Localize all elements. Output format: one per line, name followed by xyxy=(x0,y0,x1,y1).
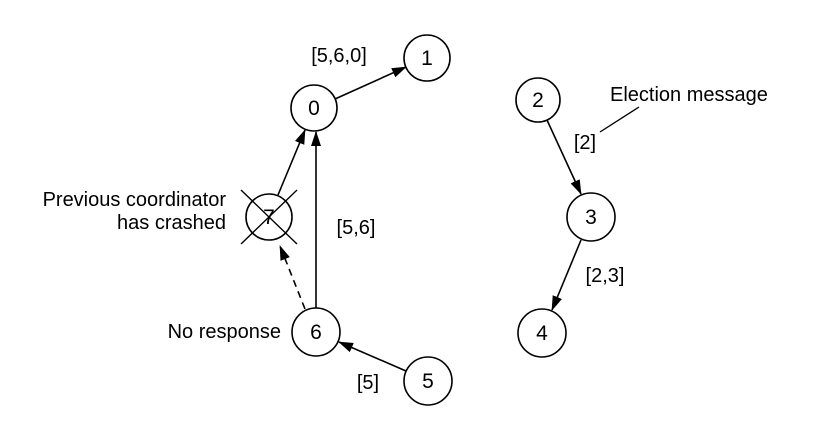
node-5-label: 5 xyxy=(422,370,434,393)
edge-5-to-6 xyxy=(338,341,407,372)
nodes-group: 1 0 7 6 5 2 xyxy=(240,34,616,406)
node-0-label: 0 xyxy=(308,97,320,120)
node-0: 0 xyxy=(290,84,338,132)
edge-7-to-0 xyxy=(277,129,306,196)
node-4-label: 4 xyxy=(536,322,548,345)
edge-3-to-4 xyxy=(551,239,582,311)
node-3: 3 xyxy=(566,192,616,242)
crash-cross-line-2 xyxy=(240,189,298,245)
node-1-label: 1 xyxy=(421,47,433,70)
message-label-2: [2] xyxy=(574,132,596,154)
message-label-2-3: [2,3] xyxy=(586,265,625,287)
message-label-5-6: [5,6] xyxy=(337,217,376,239)
edges-group xyxy=(277,66,640,372)
node-1: 1 xyxy=(403,34,451,82)
annotations-group: Previous coordinator has crashed No resp… xyxy=(43,84,768,343)
node-6: 6 xyxy=(291,307,341,357)
edge-0-to-1 xyxy=(334,66,407,100)
annotation-no-response: No response xyxy=(168,321,281,343)
node-5: 5 xyxy=(403,356,453,406)
node-4: 4 xyxy=(517,308,567,358)
message-label-5: [5] xyxy=(357,372,379,394)
node-3-label: 3 xyxy=(585,206,597,229)
message-label-5-6-0: [5,6,0] xyxy=(311,45,367,67)
annotation-election-message: Election message xyxy=(610,84,768,106)
node-6-label: 6 xyxy=(310,321,322,344)
message-labels-group: [5,6,0] [5,6] [5] [2] [2,3] xyxy=(311,45,624,394)
node-7-crashed: 7 xyxy=(240,189,298,245)
annotation-previous-coordinator: Previous coordinator xyxy=(43,189,227,211)
annotation-has-crashed: has crashed xyxy=(117,212,226,234)
node-2-label: 2 xyxy=(532,89,544,112)
edge-2-to-3 xyxy=(546,119,582,195)
election-message-leader-line xyxy=(599,106,640,133)
node-2: 2 xyxy=(515,77,561,123)
edge-6-to-7-no-response xyxy=(279,245,306,310)
